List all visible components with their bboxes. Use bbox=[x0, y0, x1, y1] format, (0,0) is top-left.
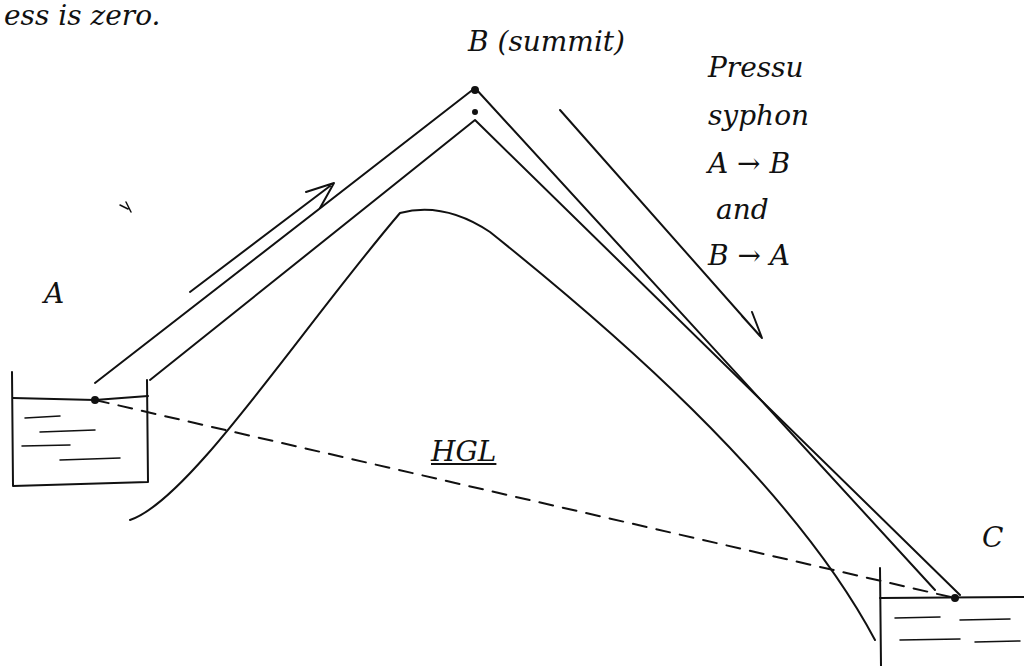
water-surface-a bbox=[13, 396, 148, 400]
pipe-inner-wall bbox=[150, 120, 960, 595]
flow-arrow-up bbox=[190, 183, 334, 292]
note-text: B → A bbox=[708, 240, 790, 272]
water-hatch-c bbox=[895, 617, 1020, 642]
note-text: syphon bbox=[708, 100, 809, 132]
tank-c bbox=[880, 568, 881, 666]
summit-label: B (summit) bbox=[468, 26, 625, 58]
note-text: and bbox=[716, 194, 769, 226]
tank-a bbox=[12, 372, 148, 486]
note-text: ess is zero. bbox=[4, 0, 160, 32]
summit-dot bbox=[472, 87, 478, 93]
reservoir-label: A bbox=[44, 278, 64, 310]
hill-profile bbox=[130, 210, 875, 640]
surface-dot bbox=[952, 595, 958, 601]
hydraulic-grade-line bbox=[95, 400, 955, 598]
pen-mark bbox=[120, 202, 131, 212]
note-text: A → B bbox=[708, 148, 790, 180]
water-hatch-a bbox=[22, 416, 120, 460]
pipe-outer-wall bbox=[95, 88, 935, 590]
note-text: Pressu bbox=[708, 52, 804, 84]
reservoir-label: C bbox=[982, 522, 1003, 554]
summit-dot bbox=[473, 110, 477, 114]
hgl-label: HGL bbox=[428, 436, 499, 468]
